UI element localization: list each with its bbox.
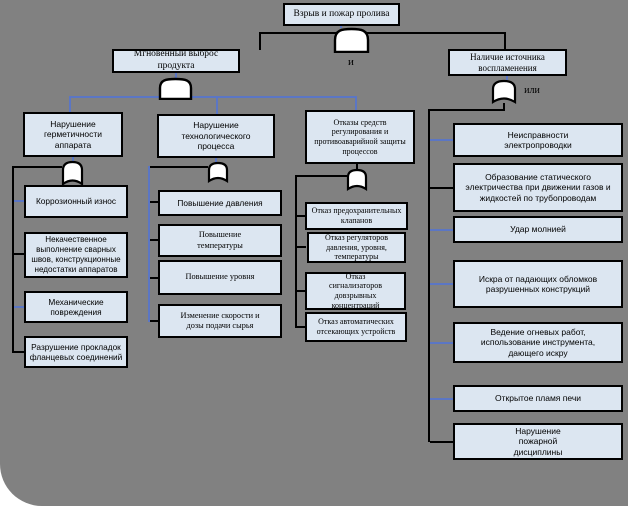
connector-col4-stub-1 [430,139,454,141]
connector-col3-stub-4 [297,326,306,328]
connector-col1-tick [72,156,74,161]
connector-col4-stub-7 [430,441,454,443]
node-ignition-item-2: Образование статического электричества п… [453,163,623,212]
connector-root-tick [340,24,342,28]
connector-release-drop-1 [69,97,71,113]
and-gate-release [158,77,193,100]
or-gate-icon [207,161,229,183]
connector-col3-tick [356,162,358,169]
node-col2-item-2: Повышение температуры [158,224,282,257]
connector-col1-rail [12,166,14,353]
node-col2-item-4: Изменение скорости и дозы подачи сырья [158,304,282,338]
connector-col3-stub-1 [297,215,306,217]
connector-col3-horiz [295,175,347,177]
node-col1-item-4: Разрушение прокладок фланцевых соединени… [24,336,128,368]
connector-col1-horiz [12,166,62,168]
node-top-event: Взрыв и пожар пролива [283,3,400,26]
connector-col4-stub-6 [430,398,454,400]
node-ignition: Наличие источника воспламенения [448,49,567,76]
and-gate-icon [333,27,370,53]
and-gate-label: и [348,56,354,68]
or-gate-ignition [491,79,517,104]
node-ignition-item-7: Нарушение пожарной дисциплины [453,423,623,460]
node-col3-item-3: Отказ сигнализаторов довзрывных концентр… [305,272,406,310]
connector-col4-stub-3 [430,229,454,231]
connector-col2-stub-4 [150,320,159,322]
node-col2-item-3: Повышение уровня [158,260,282,295]
connector-release-drop-2 [216,97,218,115]
or-gate-col2 [207,161,229,183]
node-col1-item-1: Коррозионный износ [24,185,128,218]
connector-col3-stub-3 [297,290,306,292]
or-gate-col3 [346,168,368,191]
connector-col2-stub-3 [150,277,159,279]
and-gate-top [333,27,370,53]
node-col1-item-2: Некачественное выполнение сварных швов, … [24,232,128,278]
connector-col4-rail [428,109,430,442]
connector-col2-rail [148,166,150,322]
connector-col1-stub-4 [14,351,25,353]
connector-top-drop-left [259,33,261,50]
connector-col1-stub-1 [14,200,25,202]
node-col1-item-3: Механические повреждения [24,291,128,323]
connector-col1-stub-2 [14,253,25,255]
node-col3-item-4: Отказ автоматических отсекающих устройст… [305,312,407,342]
node-ignition-item-5: Ведение огневых работ, использование инс… [453,322,623,363]
node-release: Мгновенный выброс продукта [112,49,240,73]
or-gate-icon [61,160,84,186]
connector-release-tick [175,72,177,78]
and-gate-icon [158,77,193,100]
node-col2-header: Нарушение технологического процесса [157,114,275,158]
connector-col4-horiz [428,109,505,111]
connector-ignition-tick [506,75,508,80]
node-ignition-item-6: Открытое пламя печи [453,385,623,412]
connector-col2-horiz [148,166,208,168]
connector-col2-tick [215,157,217,162]
or-gate-icon [346,168,368,191]
connector-col2-stub-1 [150,201,159,203]
connector-release-drop-3 [355,97,357,111]
node-ignition-item-1: Неисправности электропроводки [453,123,623,157]
node-ignition-item-4: Искра от падающих обломков разрушенных к… [453,260,623,308]
node-col3-item-2: Отказ регуляторов давления, уровня, темп… [307,232,406,263]
connector-col1-stub-3 [14,306,25,308]
connector-col4-tick [503,103,505,111]
node-ignition-item-3: Удар молнией [453,216,623,243]
connector-col3-stub-2 [297,246,306,248]
or-gate-col1 [61,160,84,186]
node-col2-item-1: Повышение давления [158,190,282,216]
connector-release-rail [69,96,357,98]
connector-top-rail [259,32,506,34]
node-col3-item-1: Отказ предохранительных клапанов [305,202,408,230]
node-col1-header: Нарушение герметичности аппарата [23,112,123,157]
connector-col4-stub-5 [430,342,454,344]
connector-col4-stub-4 [430,283,454,285]
or-gate-icon [491,79,517,104]
connector-top-drop-right [504,33,506,50]
connector-col2-stub-2 [150,239,159,241]
node-col3-header: Отказы средств регулирования и противоав… [305,110,415,164]
connector-col3-rail [295,175,297,328]
or-gate-label: или [524,85,540,96]
connector-col4-stub-2 [430,187,454,189]
